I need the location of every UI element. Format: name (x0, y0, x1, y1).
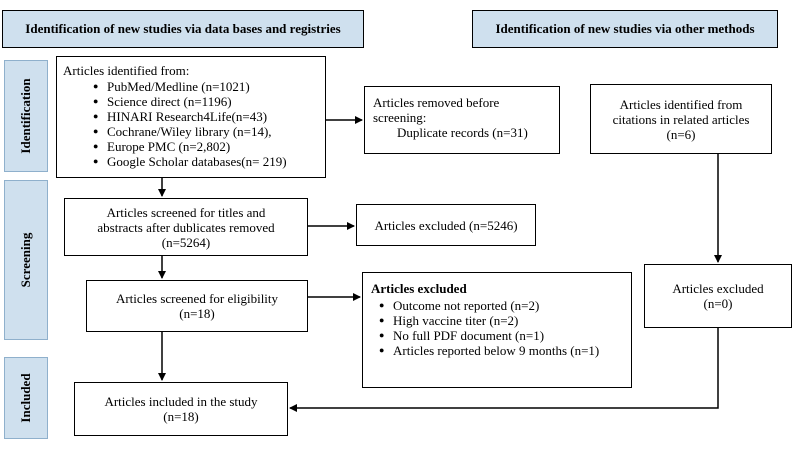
screened-line-1: Articles screened for titles and (106, 204, 266, 220)
exclusion-reason-item: No full PDF document (n=1) (379, 328, 623, 343)
source-item: Cochrane/Wiley library (n=14), (93, 124, 319, 139)
phase-screening: Screening (4, 180, 48, 340)
citations-identified-box: Articles identified from citations in re… (590, 84, 772, 154)
eligibility-box: Articles screened for eligibility (n=18) (86, 280, 308, 332)
screened-line-2: abstracts after dublicates removed (97, 219, 275, 235)
arrow-other-excluded-to-included (289, 328, 719, 412)
header-other-methods-label: Identification of new studies via other … (495, 21, 755, 36)
included-line-1: Articles included in the study (104, 394, 258, 409)
other-excluded-box: Articles excluded (n=0) (644, 264, 792, 328)
eligibility-line-1: Articles screened for eligibility (115, 291, 279, 306)
source-item: Science direct (n=1196) (93, 94, 319, 109)
source-item: PubMed/Medline (n=1021) (93, 79, 319, 94)
articles-removed-box: Articles removed before screening: Dupli… (364, 86, 560, 154)
eligibility-line-2: (n=18) (179, 306, 215, 321)
exclusion-reason-item: High vaccine titer (n=2) (379, 313, 623, 328)
source-item: Google Scholar databases(n= 219) (93, 154, 319, 169)
screened-line-3: (n=5264) (161, 234, 211, 250)
other-excluded-line-2: (n=0) (703, 296, 733, 311)
excluded-text: Articles excluded (n=5246) (374, 217, 518, 233)
removed-line-3: Duplicate records (n=31) (397, 125, 528, 140)
other-excluded-line-1: Articles excluded (672, 281, 764, 296)
exclusion-reason-item: Outcome not reported (n=2) (379, 298, 623, 313)
source-item: HINARI Research4Life(n=43) (93, 109, 319, 124)
articles-screened-box: Articles screened for titles and abstrac… (64, 198, 308, 256)
included-line-2: (n=18) (163, 409, 199, 424)
exclusion-reason-item: Articles reported below 9 months (n=1) (379, 343, 623, 358)
articles-excluded-box: Articles excluded (n=5246) (356, 204, 536, 246)
removed-line-1: Articles removed before (373, 95, 500, 110)
header-other-methods: Identification of new studies via other … (472, 10, 778, 48)
exclusion-reason-list: Outcome not reported (n=2) High vaccine … (379, 298, 623, 358)
excluded-reasons-title: Articles excluded (371, 281, 467, 296)
citations-line-2: citations in related articles (612, 111, 750, 127)
articles-included-box: Articles included in the study (n=18) (74, 382, 288, 436)
phase-included: Included (4, 357, 48, 439)
header-databases: Identification of new studies via data b… (2, 10, 364, 48)
articles-identified-box: Articles identified from: PubMed/Medline… (56, 56, 326, 178)
citations-line-3: (n=6) (666, 126, 696, 142)
source-item: Europe PMC (n=2,802) (93, 139, 319, 154)
removed-line-2: screening: (373, 110, 427, 125)
articles-identified-title: Articles identified from: (63, 63, 190, 78)
header-databases-label: Identification of new studies via data b… (25, 21, 341, 36)
source-list: PubMed/Medline (n=1021) Science direct (… (93, 79, 319, 169)
articles-excluded-reasons-box: Articles excluded Outcome not reported (… (362, 272, 632, 388)
citations-line-1: Articles identified from (619, 96, 743, 112)
phase-identification: Identification (4, 60, 48, 172)
